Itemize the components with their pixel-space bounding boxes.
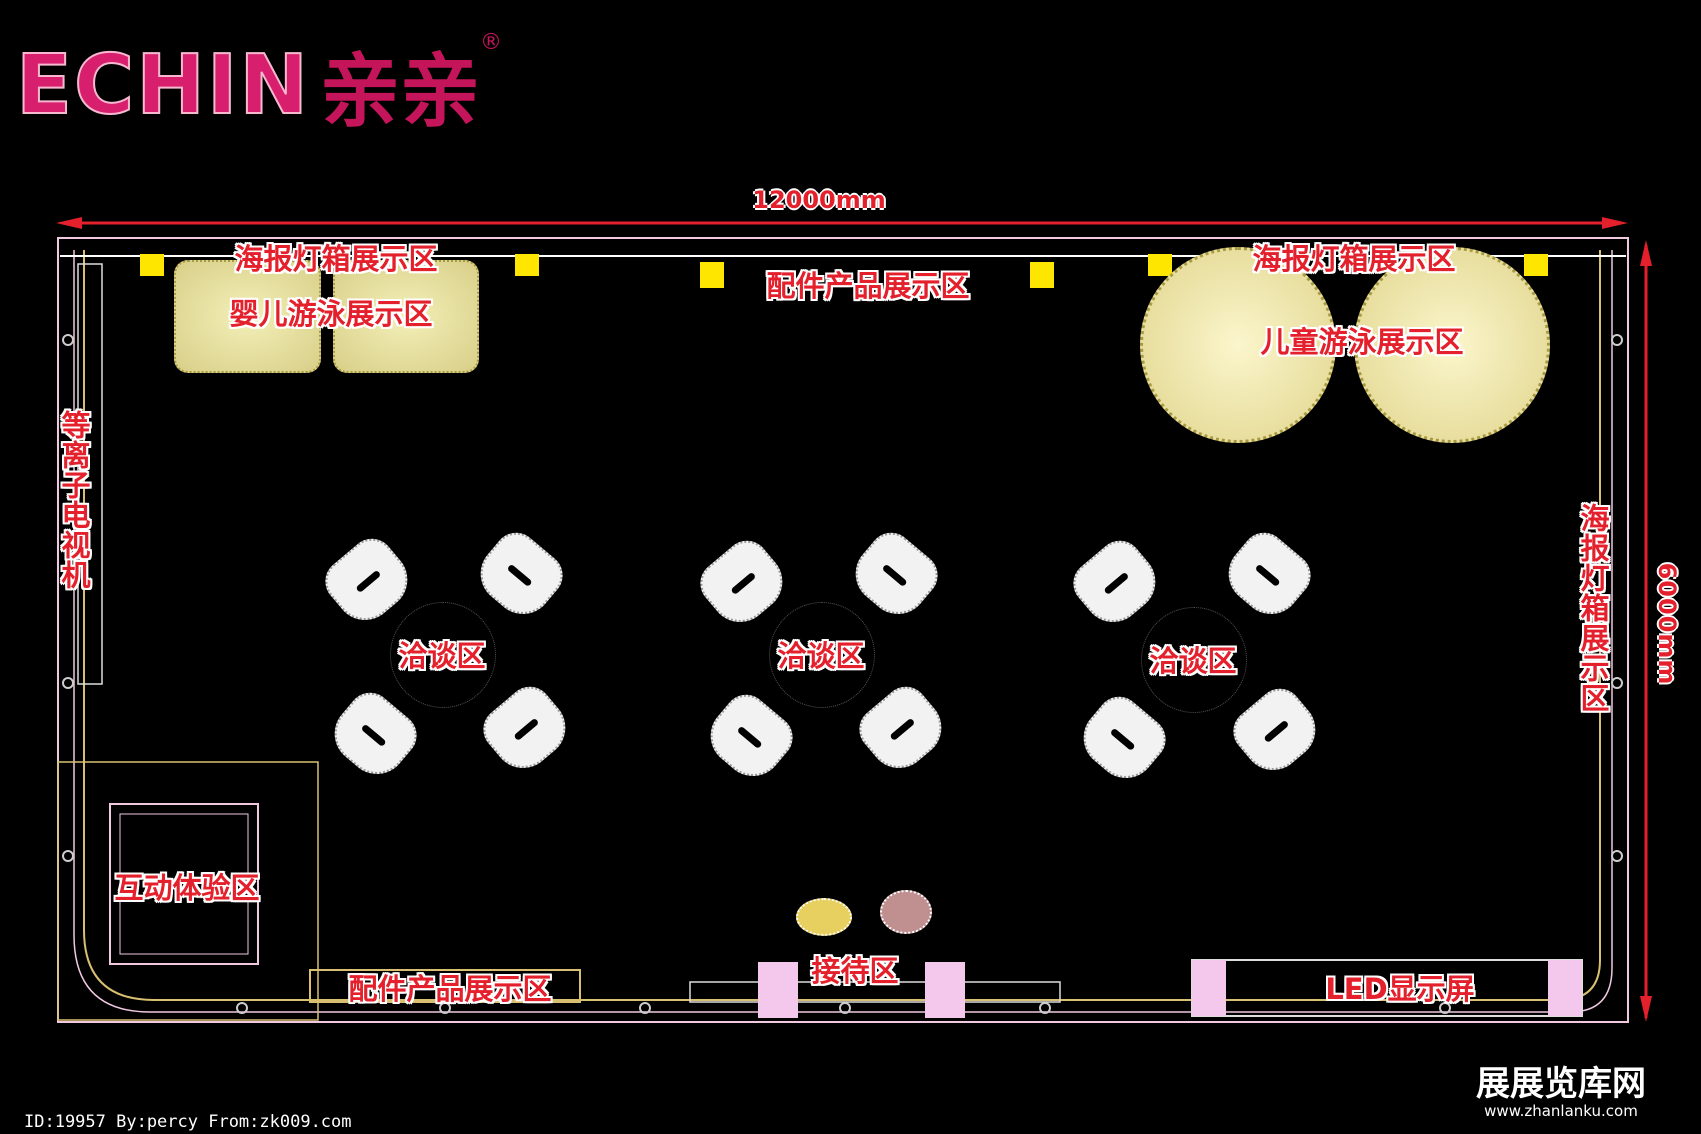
zone-negotiation: 洽谈区 — [1149, 644, 1237, 678]
arrow-left-icon — [56, 217, 82, 229]
zone-baby-swim: 婴儿游泳展示区 — [229, 297, 433, 331]
lightbox-block — [515, 254, 539, 276]
arrow-right-icon — [1602, 217, 1628, 229]
led-screen-end — [1548, 960, 1582, 1016]
track-inner — [83, 250, 1601, 1001]
depth-dimension-label: 6000mm — [1653, 562, 1681, 686]
watermark-name: 展展览库网 — [1476, 1064, 1646, 1104]
zone-led-screen: LED显示屏 — [1325, 972, 1475, 1006]
footer-credit: ID:19957 By:percy From:zk009.com — [24, 1112, 352, 1132]
zone-accessories-bottom: 配件产品展示区 — [348, 972, 552, 1006]
zone-negotiation: 洽谈区 — [777, 639, 865, 673]
watermark: 展展览库网 www.zhanlanku.com — [1476, 1066, 1646, 1120]
lightbox-block — [700, 262, 724, 288]
round-table — [1141, 607, 1247, 713]
logo-brand: ECHIN — [15, 37, 310, 134]
baby-tub — [333, 260, 479, 373]
logo-chinese: 亲亲 — [319, 45, 480, 138]
zone-reception: 接待区 — [811, 954, 899, 988]
kids-pool — [1140, 247, 1336, 443]
lightbox-block — [1030, 262, 1054, 288]
zone-interactive: 互动体验区 — [114, 871, 260, 905]
round-table — [769, 602, 875, 708]
person-figure — [796, 898, 852, 936]
led-screen-end — [1192, 960, 1226, 1016]
baby-tub — [174, 260, 321, 373]
logo-registered: ® — [479, 30, 502, 55]
lightbox-block — [1148, 254, 1172, 276]
zone-poster-lightbox-top-right: 海报灯箱展示区 — [1252, 242, 1456, 276]
arrow-down-icon — [1640, 996, 1652, 1022]
reception-desk — [925, 962, 965, 1018]
kids-pool — [1354, 247, 1550, 443]
width-dimension-label: 12000mm — [752, 186, 886, 214]
arrow-up-icon — [1640, 240, 1652, 266]
logo: ECHIN 亲亲 ® — [15, 30, 502, 138]
zone-negotiation: 洽谈区 — [398, 639, 486, 673]
zone-accessories-top: 配件产品展示区 — [766, 269, 970, 303]
zone-poster-lightbox-top-left: 海报灯箱展示区 — [234, 242, 438, 276]
zone-poster-lightbox-right: 海报灯箱展示区 — [1576, 503, 1610, 713]
reception-desk — [758, 962, 798, 1018]
round-table — [390, 602, 496, 708]
watermark-url: www.zhanlanku.com — [1484, 1102, 1638, 1120]
zone-kids-swim: 儿童游泳展示区 — [1260, 325, 1464, 359]
lightbox-block — [140, 254, 164, 276]
booth-outline — [57, 237, 1629, 1023]
zone-plasma-tv: 等离子电视机 — [57, 410, 91, 590]
lightbox-block — [1524, 254, 1548, 276]
person-figure — [880, 890, 932, 934]
